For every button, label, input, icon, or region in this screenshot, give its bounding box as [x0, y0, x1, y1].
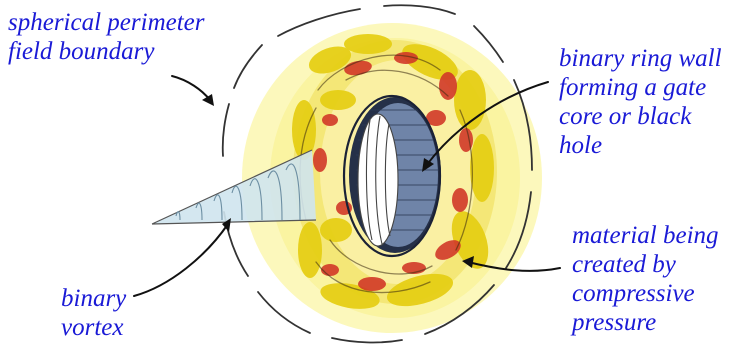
- label-line: binary ring wall: [559, 44, 722, 73]
- label-line: vortex: [61, 313, 126, 342]
- label-line: binary: [61, 284, 126, 313]
- label-line: pressure: [572, 308, 719, 337]
- label-line: material being: [572, 221, 719, 250]
- label-line: spherical perimeter: [8, 8, 204, 37]
- arrow-vortex: [134, 224, 228, 296]
- arrow-perimeter: [172, 76, 210, 100]
- label-line: created by: [572, 250, 719, 279]
- label-binary-vortex: binary vortex: [61, 284, 126, 342]
- vortex-cone: [152, 150, 316, 224]
- label-line: core or black: [559, 102, 722, 131]
- label-material-created: material being created by compressive pr…: [572, 221, 719, 337]
- label-line: field boundary: [8, 37, 204, 66]
- ring-core: [344, 96, 441, 256]
- label-line: forming a gate: [559, 73, 722, 102]
- label-line: hole: [559, 131, 722, 160]
- label-binary-ring-wall: binary ring wall forming a gate core or …: [559, 44, 722, 160]
- label-spherical-perimeter: spherical perimeter field boundary: [8, 8, 204, 66]
- label-line: compressive: [572, 279, 719, 308]
